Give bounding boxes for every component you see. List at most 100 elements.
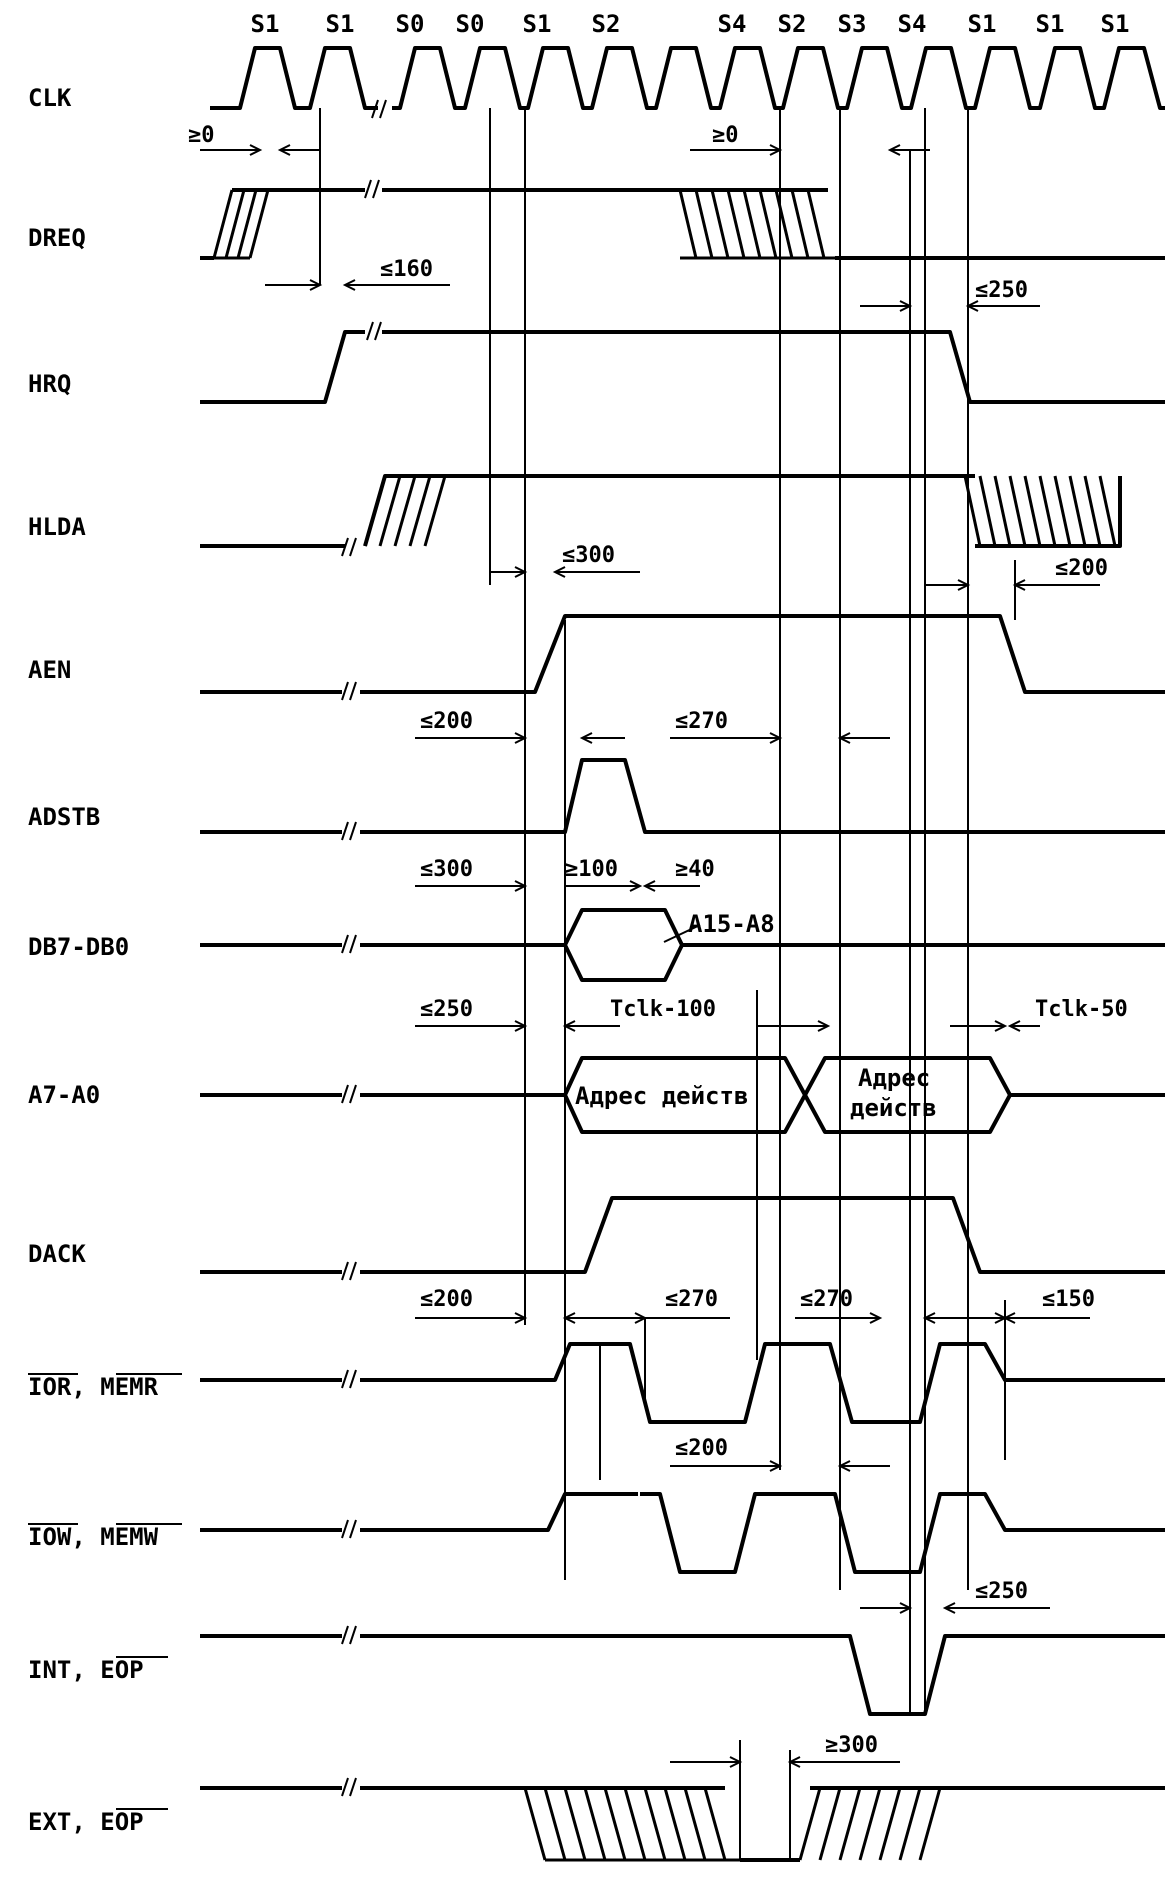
dreq-wave: [200, 188, 1165, 260]
waveforms: [200, 46, 1165, 1862]
timing-label: Tclk-100: [610, 997, 716, 1022]
state-label: S1: [1036, 10, 1065, 38]
dreq-break: [364, 179, 380, 199]
timing-label: ≤200: [675, 1436, 728, 1461]
dreq-setup2-arrow: [690, 144, 930, 156]
timing-label: ≤160: [380, 257, 433, 282]
bus-labels: A15-A8 Адрес действ Адрес действ: [575, 910, 937, 1122]
timing-label: ≤250: [420, 997, 473, 1022]
clk-label: CLK: [28, 84, 72, 112]
int-delay-arrow: [860, 1602, 1050, 1614]
timing-label: ≥0: [188, 123, 215, 148]
state-label: S2: [592, 10, 621, 38]
timing-label: ≤150: [1042, 1287, 1095, 1312]
iow-delay-arrow: [670, 1460, 890, 1472]
hrq-break: [366, 321, 382, 341]
adstb-break: [341, 821, 357, 841]
state-label: S4: [718, 10, 747, 38]
db-wave: [200, 908, 1165, 982]
adstb-wave: [200, 758, 1165, 834]
dreq-label: DREQ: [28, 224, 86, 252]
iow-memw-label: IOW, MEMW: [28, 1523, 159, 1551]
ext-break: [341, 1777, 357, 1797]
a-bus-value-2-line2: действ: [850, 1094, 937, 1122]
db-timing-arrow: [415, 880, 700, 892]
state-label: S1: [523, 10, 552, 38]
a-bus-value-1: Адрес действ: [575, 1082, 748, 1110]
hlda-break: [341, 537, 357, 557]
clk-break: [371, 99, 387, 119]
timing-label: ≤200: [1055, 556, 1108, 581]
ior-pulse2-arrow: [795, 1312, 968, 1324]
clk-wave: [210, 46, 1165, 110]
state-label: S1: [251, 10, 280, 38]
a-bus-value-2-line1: Адрес: [858, 1064, 930, 1092]
db-break: [341, 934, 357, 954]
dreq-setup-arrow: [200, 144, 320, 156]
hrq-delay-arrow: [265, 279, 450, 291]
int-wave: [200, 1634, 1165, 1716]
hlda-hatch-1: [363, 475, 447, 547]
ext-hatch-1: [523, 1787, 740, 1862]
state-label: S1: [326, 10, 355, 38]
timing-label: ≥100: [565, 857, 618, 882]
state-label: S0: [456, 10, 485, 38]
timing-labels: ≥0 ≥0 ≤160 ≤250 ≤300 ≤200 ≤200 ≤270 ≤300…: [188, 123, 1128, 1758]
adstb-label: ADSTB: [28, 803, 100, 831]
dack-wave: [200, 1196, 1165, 1274]
hrq-label: HRQ: [28, 370, 71, 398]
timing-label: ≥0: [712, 123, 739, 148]
state-labels: S1 S1 S0 S0 S1 S2 S4 S2 S3 S4 S1 S1 S1: [251, 10, 1130, 38]
hlda-hatch-2: [963, 475, 1117, 547]
timing-label: Tclk-50: [1035, 997, 1128, 1022]
ior-delay-arrow: [415, 1312, 600, 1324]
db-bus-value: A15-A8: [688, 910, 775, 938]
timing-label: ≥40: [675, 857, 715, 882]
aen-delay-arrow: [490, 566, 640, 578]
adstb-release-arrow: [670, 732, 890, 744]
timing-label: ≤250: [975, 278, 1028, 303]
aen-release-arrow: [925, 579, 1100, 591]
ext-width-arrow: [670, 1756, 900, 1768]
timing-label: ≤270: [675, 709, 728, 734]
timing-label: ≤250: [975, 1579, 1028, 1604]
dack-label: DACK: [28, 1240, 86, 1268]
db-label: DB7-DB0: [28, 933, 129, 961]
timing-label: ≤270: [800, 1287, 853, 1312]
adstb-delay-arrow: [415, 732, 625, 744]
timing-label: ≥300: [825, 1733, 878, 1758]
hrq-wave: [200, 330, 1165, 404]
ior-release-arrow: [960, 1312, 1090, 1324]
db-pointer: [663, 924, 701, 943]
ior-memr-label: IOR, MEMR: [28, 1373, 159, 1401]
a-break: [341, 1084, 357, 1104]
aen-label: AEN: [28, 656, 71, 684]
a-timing-arrow: [415, 1020, 831, 1032]
iow-break: [341, 1519, 357, 1539]
ior-pulse-arrow: [600, 1312, 730, 1324]
timing-label: ≤200: [420, 709, 473, 734]
int-eop-label: INT, EOP: [28, 1656, 144, 1684]
a-label: A7-A0: [28, 1081, 100, 1109]
timing-label: ≤200: [420, 1287, 473, 1312]
a-wave: [200, 1056, 1165, 1134]
state-label: S1: [968, 10, 997, 38]
a-hold-arrow: [950, 1020, 1040, 1032]
state-label: S3: [838, 10, 867, 38]
state-label: S1: [1101, 10, 1130, 38]
signal-labels: CLK DREQ HRQ HLDA AEN ADSTB DB7-DB0 A7-A…: [28, 84, 182, 1836]
timing-arrows: [200, 144, 1100, 1768]
hrq-release-arrow: [860, 300, 1040, 312]
state-label: S4: [898, 10, 927, 38]
hlda-label: HLDA: [28, 513, 86, 541]
timing-label: ≤300: [420, 857, 473, 882]
timing-label: ≤270: [665, 1287, 718, 1312]
state-label: S0: [396, 10, 425, 38]
ext-hatch-2: [798, 1786, 942, 1861]
ext-eop-label: EXT, EOP: [28, 1808, 144, 1836]
aen-break: [341, 681, 357, 701]
dreq-hatch-2: [678, 189, 835, 260]
state-label: S2: [778, 10, 807, 38]
dack-break: [341, 1261, 357, 1281]
